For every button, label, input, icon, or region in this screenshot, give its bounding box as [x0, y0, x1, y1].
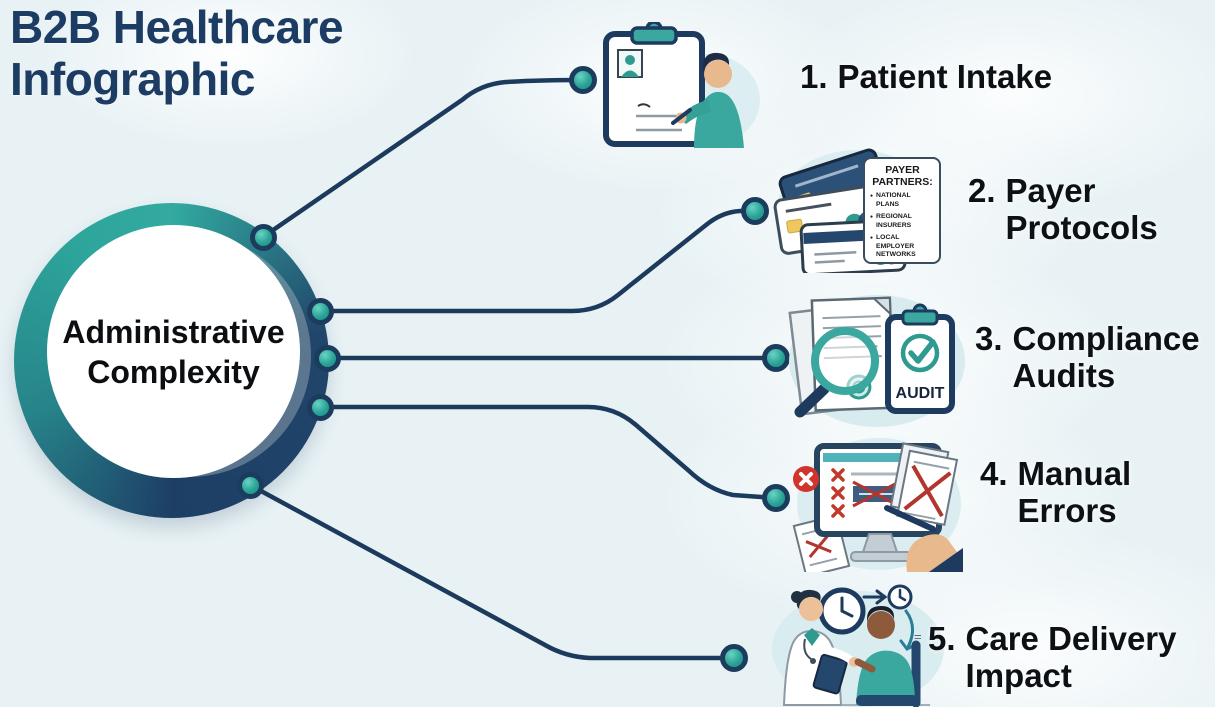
title-line-1: B2B Healthcare [10, 1, 344, 53]
connector-line-4 [317, 404, 779, 501]
label-number: 1. [800, 58, 828, 95]
label-number: 5. [928, 620, 956, 657]
pen-icon [671, 108, 692, 125]
branch-dot-1 [569, 66, 597, 94]
hand-with-pen [884, 505, 963, 572]
hub-node-5 [237, 472, 264, 499]
label-payer-protocols: 2. Payer Protocols [968, 172, 1181, 247]
pen-icon [884, 505, 936, 532]
patient-intake-illustration [596, 22, 761, 148]
payer-partners-panel: PAYER PARTNERS: NATIONAL PLANS REGIONAL … [863, 157, 941, 264]
hub-node-2 [307, 298, 334, 325]
label-compliance-audits: 3. Compliance Audits [975, 320, 1215, 395]
payer-bullet-2: REGIONAL INSURERS [870, 213, 935, 230]
error-x-marks [831, 468, 845, 518]
branch-dot-5 [720, 644, 748, 672]
branch-dot-2 [741, 197, 769, 225]
error-badge-icon [793, 466, 819, 492]
payer-bullet-1: NATIONAL PLANS [870, 192, 935, 209]
label-text: Care Delivery Impact [965, 620, 1177, 695]
patient-figure [854, 606, 921, 707]
label-number: 2. [968, 172, 996, 209]
connector-line-5 [247, 482, 737, 661]
connector-line-2 [317, 208, 758, 314]
connector-line-1 [260, 77, 586, 240]
hub-node-4 [307, 394, 334, 421]
doctor-figure [782, 589, 859, 706]
title-line-2: Infographic [10, 52, 255, 105]
compliance-audits-illustration: AUDIT [782, 291, 970, 429]
audit-clipboard-icon: AUDIT [885, 303, 955, 414]
hub-node-3 [314, 345, 341, 372]
label-patient-intake: 1. Patient Intake [800, 58, 1052, 95]
label-number: 3. [975, 320, 1003, 357]
clock-icon [818, 587, 866, 635]
label-text: Compliance Audits [1012, 320, 1200, 395]
equals-annotation: = [914, 629, 922, 644]
label-care-delivery-impact: 5. Care Delivery Impact [928, 620, 1211, 695]
label-text: Payer Protocols [1005, 172, 1158, 247]
branch-dot-4 [762, 484, 790, 512]
payer-protocols-illustration: PAYER PARTNERS: NATIONAL PLANS REGIONAL … [772, 147, 950, 273]
payer-bullet-3: LOCAL EMPLOYER NETWORKS [870, 234, 935, 259]
hub-node-1 [250, 224, 277, 251]
payer-panel-title: PAYER PARTNERS: [872, 164, 933, 189]
person-writing [671, 52, 744, 148]
manual-errors-illustration [791, 432, 963, 572]
clipboard-icon [603, 22, 705, 147]
doctor-clipboard-icon [812, 653, 848, 695]
central-label-line-2: Complexity [87, 353, 260, 390]
small-clock-icon [887, 584, 913, 610]
stethoscope-icon [810, 658, 816, 664]
label-manual-errors: 4. Manual Errors [980, 455, 1153, 530]
branch-dot-3 [762, 344, 790, 372]
arrow-icon [862, 589, 888, 605]
monitor-stand [861, 533, 899, 553]
label-text: Manual Errors [1017, 455, 1132, 530]
central-label-line-1: Administrative [62, 313, 285, 350]
label-text: Patient Intake [837, 58, 1053, 95]
magnifier-icon [794, 327, 879, 418]
care-delivery-illustration: = [768, 577, 954, 707]
label-number: 4. [980, 455, 1008, 492]
audit-label: AUDIT [896, 385, 945, 402]
